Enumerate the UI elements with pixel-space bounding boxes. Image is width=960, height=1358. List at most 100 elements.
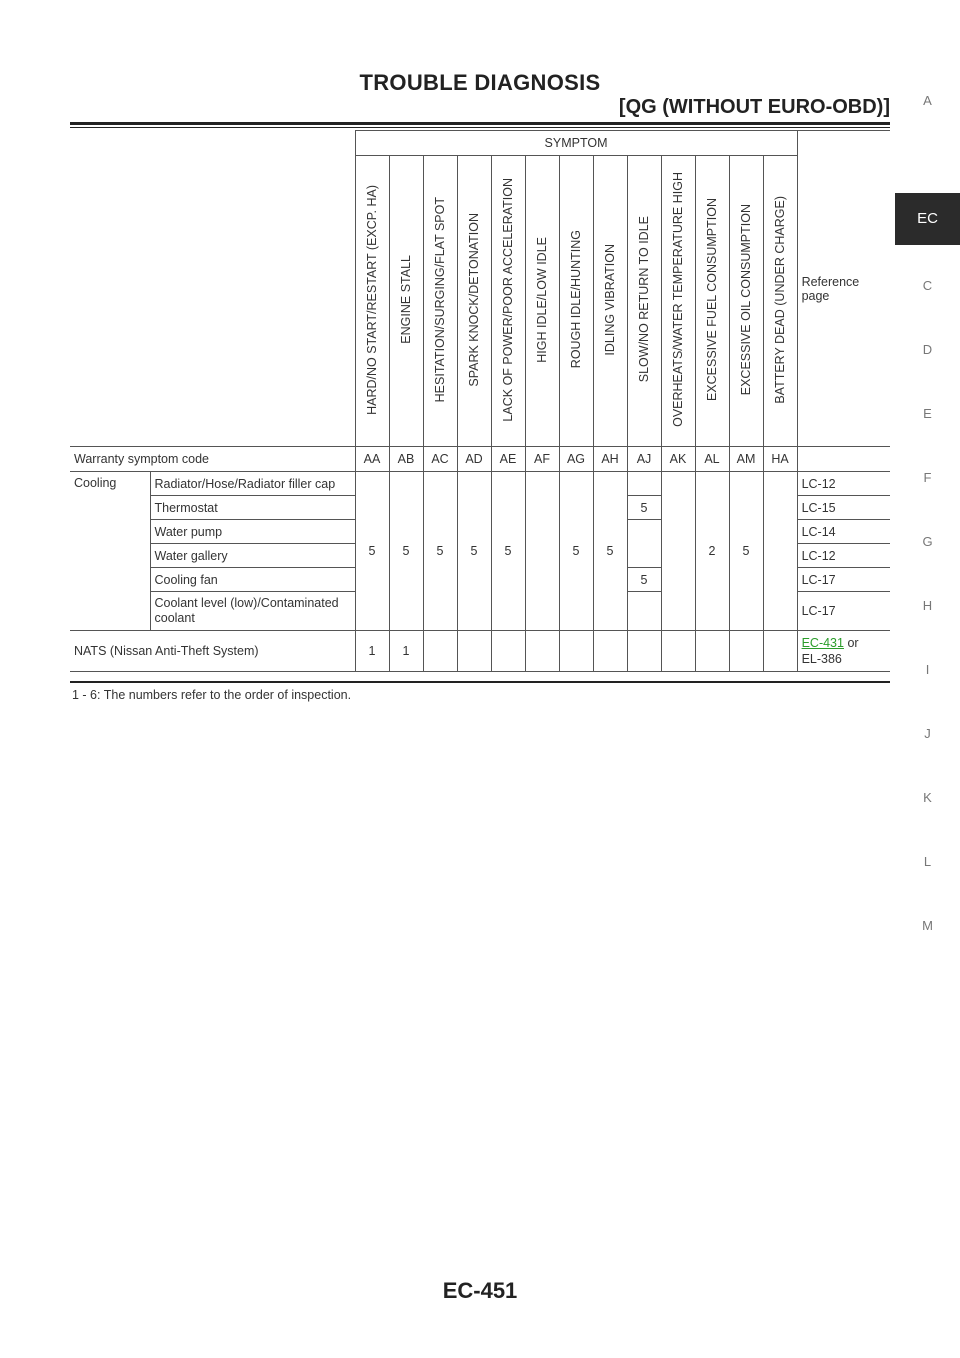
index-letter-g[interactable]: G [922,534,933,549]
symptom-label: IDLING VIBRATION [603,243,617,356]
header-rule-thin [70,127,890,128]
symptom-col-am: EXCESSIVE OIL CONSUMPTION [728,155,764,447]
symptom-col-ag: ROUGH IDLE/HUNTING [558,155,594,447]
cooling-item: Coolant level (low)/Contaminated coolant [149,591,356,631]
warranty-label: Warranty symptom code [70,446,356,472]
index-letter-e[interactable]: E [923,406,932,421]
symptom-col-af: HIGH IDLE/LOW IDLE [524,155,560,447]
cooling-value-ag: 5 [558,471,594,631]
index-letter-i[interactable]: I [925,662,930,677]
symptom-label: OVERHEATS/WATER TEMPERATURE HIGH [671,172,685,427]
symptom-label: HIGH IDLE/LOW IDLE [535,236,549,363]
cooling-value-ae: 5 [490,471,526,631]
code-cell: AE [490,446,526,472]
symptom-col-ab: ENGINE STALL [388,155,424,447]
ref-or-text: or [843,636,859,650]
symptom-label: EXCESSIVE FUEL CONSUMPTION [705,197,719,402]
page-subtitle: [QG (WITHOUT EURO-OBD)] [618,96,890,118]
index-letter-a[interactable]: A [923,93,932,108]
cooling-value-ah: 5 [592,471,628,631]
header-rule [70,122,890,125]
cooling-value-ha [762,471,798,631]
index-letter-d[interactable]: D [922,342,933,357]
diagnosis-table: SYMPTOM Reference page HARD/NO START/RES… [70,130,891,672]
cooling-value-af [524,471,560,631]
symptom-label: HESITATION/SURGING/FLAT SPOT [433,196,447,403]
cooling-value-ak [660,471,696,631]
reference-page: LC-12 [796,471,891,496]
cooling-value-aj [626,471,662,496]
cooling-value-am: 5 [728,471,764,631]
reference-page: LC-17 [796,591,891,631]
nats-empty [558,630,594,672]
symptom-label: SPARK KNOCK/DETONATION [467,212,481,387]
nats-value-aa: 1 [354,630,390,672]
nats-value-ab: 1 [388,630,424,672]
code-cell: AB [388,446,424,472]
symptom-col-ae: LACK OF POWER/POOR ACCELERATION [490,155,526,447]
nats-empty [592,630,628,672]
cooling-value-aa: 5 [354,471,390,631]
index-letter-ec[interactable]: EC [895,193,960,245]
code-cell: AD [456,446,492,472]
nats-label: NATS (Nissan Anti-Theft System) [70,630,356,672]
cooling-value-aj [626,519,662,568]
code-cell: HA [762,446,798,472]
symptom-label: ROUGH IDLE/HUNTING [569,230,583,369]
cooling-value-al: 2 [694,471,730,631]
ec-431-link[interactable]: EC-431 [801,636,844,650]
nats-empty [728,630,764,672]
code-cell: AL [694,446,730,472]
code-cell: AA [354,446,390,472]
index-letter-m[interactable]: M [922,918,933,933]
cooling-value-aj: 5 [626,495,662,520]
nats-empty [456,630,492,672]
code-cell: AJ [626,446,662,472]
symptom-label: LACK OF POWER/POOR ACCELERATION [501,177,515,422]
symptom-col-aj: SLOW/NO RETURN TO IDLE [626,155,662,447]
symptom-col-ad: SPARK KNOCK/DETONATION [456,155,492,447]
cooling-value-aj [626,591,662,631]
nats-empty [490,630,526,672]
index-letter-l[interactable]: L [923,854,932,869]
symptom-label: SLOW/NO RETURN TO IDLE [637,216,651,383]
symptom-col-ak: OVERHEATS/WATER TEMPERATURE HIGH [660,155,696,447]
cooling-item: Water gallery [149,543,356,568]
code-cell: AG [558,446,594,472]
index-letter-f[interactable]: F [923,470,932,485]
nats-empty [660,630,696,672]
reference-page: LC-15 [796,495,891,520]
index-letter-j[interactable]: J [924,726,931,741]
symptom-label: ENGINE STALL [399,255,413,344]
reference-page: LC-14 [796,519,891,544]
cooling-item: Water pump [149,519,356,544]
symptom-col-ac: HESITATION/SURGING/FLAT SPOT [422,155,458,447]
index-letter-h[interactable]: H [922,598,933,613]
reference-page: LC-17 [796,567,891,592]
index-letter-c[interactable]: C [922,278,933,293]
cooling-value-ac: 5 [422,471,458,631]
reference-page: LC-12 [796,543,891,568]
code-cell: AM [728,446,764,472]
nats-empty [422,630,458,672]
code-cell: AH [592,446,628,472]
table-bottom-rule [70,681,890,683]
cooling-item: Thermostat [149,495,356,520]
symptom-header: SYMPTOM [354,130,798,156]
symptom-col-aa: HARD/NO START/RESTART (EXCP. HA) [354,155,390,447]
code-ref-blank [796,446,891,472]
code-cell: AK [660,446,696,472]
symptom-label: EXCESSIVE OIL CONSUMPTION [739,203,753,396]
cooling-value-ab: 5 [388,471,424,631]
page-title: TROUBLE DIAGNOSIS [359,70,601,95]
nats-reference: EC-431 or EL-386 [796,630,891,672]
nats-empty [524,630,560,672]
index-letter-k[interactable]: K [923,790,932,805]
nats-empty [626,630,662,672]
reference-page-header: Reference page [796,130,891,447]
cooling-item: Radiator/Hose/Radiator filler cap [149,471,356,496]
symptom-col-al: EXCESSIVE FUEL CONSUMPTION [694,155,730,447]
symptom-col-ah: IDLING VIBRATION [592,155,628,447]
corner-blank [70,130,356,447]
symptom-label: BATTERY DEAD (UNDER CHARGE) [773,195,788,404]
